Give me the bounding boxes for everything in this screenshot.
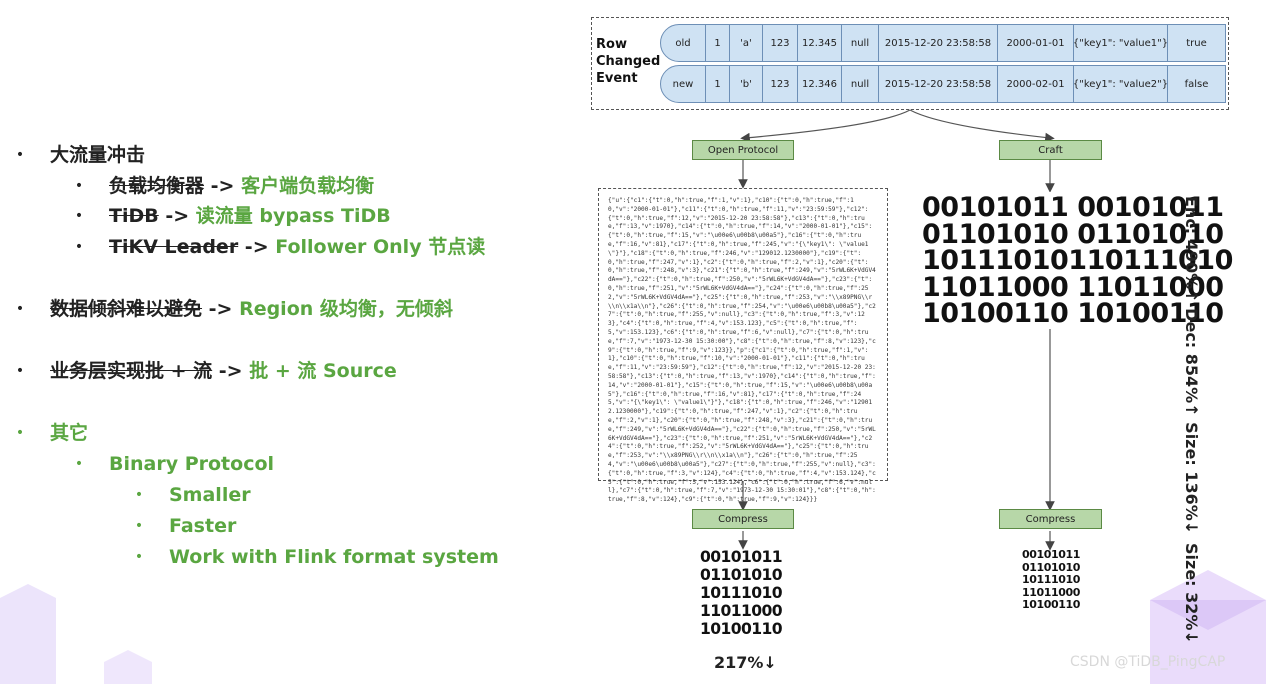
cell: 12.345 — [797, 25, 841, 61]
arrow-text: -> — [202, 298, 240, 320]
bullet-text: Binary Protocol — [109, 453, 275, 475]
new-text: 客户端负载均衡 — [241, 175, 375, 197]
compress-node-right: Compress — [999, 509, 1102, 529]
cell: 2000-02-01 — [997, 66, 1073, 102]
old-text: 负载均衡器 — [109, 175, 205, 197]
old-text: TiDB — [109, 205, 159, 227]
bullet-tikv-leader: • TiKV Leader -> Follower Only 节点读 — [75, 235, 486, 259]
bullet-dot: • — [74, 178, 84, 194]
new-text: 批 + 流 Source — [249, 360, 397, 382]
craft-stats: Enc: 490%↑ Dec: 854%↑ Size: 136%↓ — [1182, 196, 1201, 535]
bullet-text: 其它 — [50, 422, 89, 444]
cell: 1 — [705, 25, 729, 61]
arrow-text: -> — [212, 360, 250, 382]
cell: 123 — [762, 66, 797, 102]
arrow-text: -> — [238, 236, 276, 258]
label-line: Row — [596, 37, 627, 52]
cell: 2015-12-20 23:58:58 — [878, 25, 997, 61]
cell: 'b' — [729, 66, 762, 102]
cell: true — [1167, 25, 1225, 61]
row-old: old 1 'a' 123 12.345 null 2015-12-20 23:… — [660, 24, 1226, 62]
craft-node: Craft — [999, 140, 1102, 160]
label-line: Event — [596, 71, 638, 86]
cell: {"key1": "value1"} — [1073, 25, 1168, 61]
bullet-load-balancer: • 负载均衡器 -> 客户端负载均衡 — [75, 174, 375, 198]
watermark: CSDN @TiDB_PingCAP — [1070, 654, 1226, 670]
decor-cube-small — [104, 650, 152, 684]
compressed-craft-binary: 00101011 01101010 10111010 11011000 1010… — [1022, 548, 1081, 611]
bullet-faster: • Faster — [135, 514, 237, 538]
bullet-batch-stream: • 业务层实现批 + 流 -> 批 + 流 Source — [16, 359, 397, 383]
cell: null — [841, 25, 878, 61]
cell: 2015-12-20 23:58:58 — [878, 66, 997, 102]
cell: 123 — [762, 25, 797, 61]
open-protocol-node: Open Protocol — [692, 140, 794, 160]
bullet-text: Work with Flink format system — [169, 546, 499, 568]
label-line: Changed — [596, 54, 661, 69]
craft-binary-block: 00101011 00101011 01101010 01101010 1011… — [912, 192, 1233, 329]
old-text: TiKV Leader — [109, 236, 239, 258]
old-text: 数据倾斜难以避免 — [50, 298, 203, 320]
bullet-dot: • — [15, 147, 25, 163]
bullet-text: 大流量冲击 — [50, 144, 146, 166]
bullet-dot: • — [74, 239, 84, 255]
bullet-dot: • — [74, 456, 84, 472]
compress-node-left: Compress — [692, 509, 794, 529]
bullet-dot: • — [15, 301, 25, 317]
bullet-data-skew: • 数据倾斜难以避免 -> Region 级均衡，无倾斜 — [16, 297, 453, 321]
json-payload: {"u":{"c1":{"t":0,"h":true,"f":1,"v":1},… — [598, 188, 888, 503]
bullet-dot: • — [134, 487, 144, 503]
open-protocol-ratio: 217%↓ — [714, 653, 777, 672]
cell: new — [672, 78, 694, 90]
decor-building-top — [1150, 600, 1266, 630]
arrow-text: -> — [204, 175, 242, 197]
compress-stats: Size: 32%↓ — [1182, 543, 1201, 644]
bullet-tidb: • TiDB -> 读流量 bypass TiDB — [75, 204, 391, 228]
new-text: Follower Only 节点读 — [275, 236, 486, 258]
cell: 1 — [705, 66, 729, 102]
new-text: Region 级均衡，无倾斜 — [239, 298, 453, 320]
bullet-text: Faster — [169, 515, 237, 537]
bullet-flink-format: • Work with Flink format system — [135, 545, 499, 569]
bullet-dot: • — [74, 208, 84, 224]
bullet-binary-protocol: • Binary Protocol — [75, 452, 275, 476]
bullet-traffic-impact: • 大流量冲击 — [16, 143, 146, 167]
new-text: 读流量 bypass TiDB — [195, 205, 391, 227]
row-changed-event-label: Row Changed Event — [596, 36, 660, 87]
bullet-smaller: • Smaller — [135, 483, 251, 507]
cell: 2000-01-01 — [997, 25, 1073, 61]
cell: 12.346 — [797, 66, 841, 102]
bullet-text: Smaller — [169, 484, 251, 506]
arrow-to-craft — [909, 109, 1055, 143]
arrow-to-open-protocol — [740, 109, 911, 143]
cell: old — [675, 37, 691, 49]
bullet-list: • 大流量冲击 • 负载均衡器 -> 客户端负载均衡 • TiDB -> 读流量… — [0, 0, 560, 684]
cell: {"key1": "value2"} — [1073, 66, 1168, 102]
old-text: 业务层实现批 + 流 — [50, 360, 213, 382]
bullet-dot: • — [15, 425, 25, 441]
bullet-dot: • — [134, 549, 144, 565]
arrow-text: -> — [158, 205, 196, 227]
bullet-others: • 其它 — [16, 421, 89, 445]
cell: 'a' — [729, 25, 762, 61]
compressed-json-binary: 00101011 01101010 10111010 11011000 1010… — [700, 548, 783, 638]
row-changed-event-box — [591, 17, 1229, 110]
cell: false — [1167, 66, 1225, 102]
row-new: new 1 'b' 123 12.346 null 2015-12-20 23:… — [660, 65, 1226, 103]
decor-cube-left — [0, 584, 56, 684]
bullet-dot: • — [15, 363, 25, 379]
cell: null — [841, 66, 878, 102]
bullet-dot: • — [134, 518, 144, 534]
